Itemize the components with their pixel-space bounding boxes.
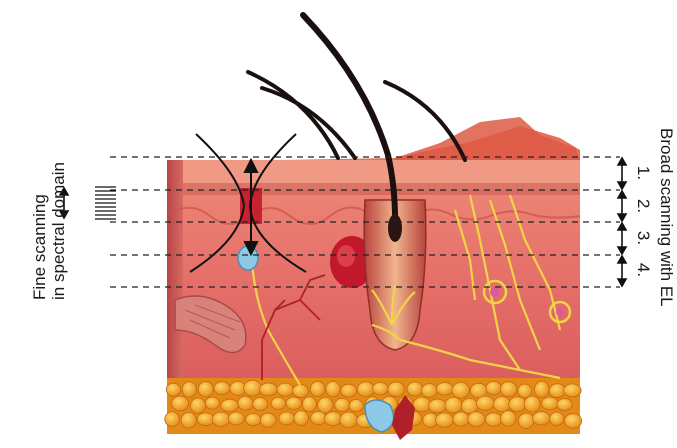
fat-cell bbox=[341, 384, 357, 397]
fat-cell bbox=[436, 382, 453, 395]
fat-cell bbox=[271, 397, 286, 409]
fat-cell bbox=[357, 382, 374, 397]
fat-cell bbox=[318, 397, 333, 413]
fat-cell bbox=[453, 412, 469, 426]
fat-cell bbox=[445, 397, 462, 413]
fat-cell bbox=[310, 381, 325, 396]
fat-cell bbox=[165, 412, 180, 427]
gland-highlight bbox=[337, 245, 355, 267]
fat-cell bbox=[325, 412, 342, 426]
fat-cell bbox=[476, 396, 494, 410]
fat-cell bbox=[349, 400, 363, 412]
step-label-2: 2. bbox=[633, 195, 653, 217]
fat-cell bbox=[260, 413, 276, 427]
fat-cell bbox=[294, 411, 309, 426]
fat-cell bbox=[485, 413, 501, 427]
fat-cell bbox=[214, 382, 230, 395]
fat-cell bbox=[524, 396, 540, 412]
grating-icon bbox=[95, 187, 116, 219]
fine-scanning-label: Fine scanning in spectral domain bbox=[30, 162, 68, 300]
fat-cell bbox=[277, 383, 294, 396]
corpuscle-core bbox=[490, 287, 500, 297]
step-label-3: 3. bbox=[633, 227, 653, 249]
fat-cell bbox=[509, 397, 527, 412]
fat-cell bbox=[501, 411, 517, 427]
fat-cell bbox=[166, 383, 180, 396]
fat-cell bbox=[373, 382, 389, 394]
fat-cell bbox=[286, 397, 302, 409]
fat-cell bbox=[518, 413, 534, 428]
fine-scanning-line-2: in spectral domain bbox=[49, 162, 68, 300]
fat-cell bbox=[212, 412, 230, 426]
fat-cell bbox=[326, 381, 340, 397]
fat-cell bbox=[221, 399, 238, 412]
fat-cell bbox=[172, 396, 189, 411]
fat-cell bbox=[388, 382, 405, 397]
fat-cell bbox=[191, 398, 206, 413]
corpuscle-core-2 bbox=[556, 308, 564, 316]
fat-cell bbox=[335, 398, 350, 411]
fat-cell bbox=[468, 412, 485, 427]
fat-cell bbox=[181, 412, 196, 428]
fat-cell bbox=[244, 380, 262, 396]
fat-cell bbox=[407, 382, 423, 396]
fat-cell bbox=[470, 383, 487, 398]
step-label-4: 4. bbox=[633, 259, 653, 281]
fat-cell bbox=[279, 412, 295, 425]
fat-cell bbox=[182, 382, 196, 398]
fat-cell bbox=[535, 381, 549, 397]
stratum-band bbox=[167, 183, 580, 195]
fat-cell bbox=[253, 397, 268, 410]
fine-scanning-line-1: Fine scanning bbox=[30, 162, 49, 300]
step-label-1: 1. bbox=[633, 162, 653, 184]
fat-cell bbox=[205, 397, 219, 409]
fat-cell bbox=[550, 412, 564, 425]
fat-cell bbox=[533, 412, 551, 425]
fat-cell bbox=[259, 383, 277, 396]
fat-cell bbox=[413, 397, 431, 412]
fat-cell bbox=[564, 414, 581, 428]
fat-cell bbox=[228, 412, 244, 425]
fat-cell bbox=[557, 399, 572, 411]
hair-root bbox=[388, 214, 402, 242]
fat-cell bbox=[549, 384, 565, 398]
fat-cell bbox=[421, 384, 437, 398]
fat-cell bbox=[452, 382, 469, 398]
fat-cell bbox=[198, 382, 213, 397]
broad-scanning-label: Broad scanning with EL bbox=[657, 128, 676, 307]
side-cut-face bbox=[167, 160, 183, 410]
fat-cell bbox=[302, 397, 316, 412]
fat-cell bbox=[238, 396, 253, 410]
fat-cell bbox=[564, 384, 582, 397]
fat-cell bbox=[486, 381, 501, 394]
fat-cell bbox=[246, 413, 261, 425]
fat-cell bbox=[340, 412, 358, 428]
fat-cell bbox=[293, 384, 309, 397]
fat-cell bbox=[429, 399, 447, 413]
fat-cell bbox=[493, 397, 510, 412]
fat-cell bbox=[500, 382, 517, 397]
fat-cell bbox=[435, 413, 453, 427]
fat-cell bbox=[542, 397, 559, 410]
fat-cell bbox=[518, 384, 532, 397]
